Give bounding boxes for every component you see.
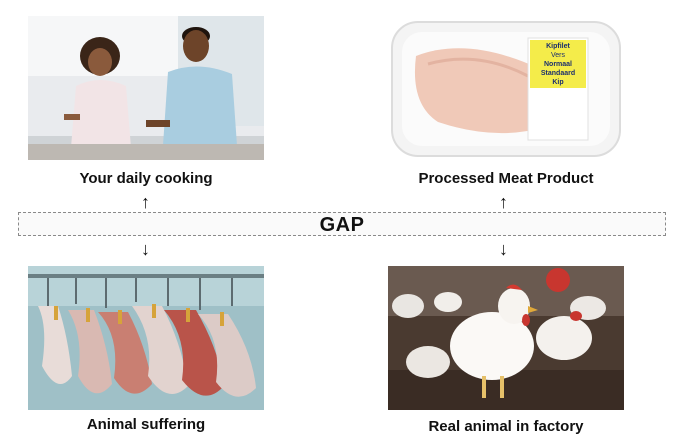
gap-label: GAP: [319, 214, 365, 236]
package-label-line: Kip: [552, 79, 564, 86]
caption-real-animal: Real animal in factory: [428, 418, 584, 435]
arrow-up-left: ↑: [141, 192, 150, 212]
factory-chicken-photo: [388, 266, 624, 410]
arrow-up-right: ↑: [499, 192, 508, 212]
package-label-line: Kipfilet: [546, 43, 570, 50]
cooking-photo: [28, 16, 264, 160]
caption-daily-cooking: Your daily cooking: [79, 170, 213, 187]
meat-package-photo: Kipfilet Vers Normaal Standaard Kip: [388, 16, 624, 160]
animal-suffering-photo: [28, 266, 264, 410]
caption-processed-meat: Processed Meat Product: [418, 170, 594, 187]
gap-band: GAP: [18, 212, 666, 236]
package-label-line: Normaal Standaard: [540, 61, 576, 77]
caption-animal-suffering: Animal suffering: [86, 416, 206, 433]
arrow-down-left: ↓: [141, 239, 150, 259]
arrow-down-right: ↓: [499, 239, 508, 259]
package-label-text: Kipfilet Vers Normaal Standaard Kip: [530, 42, 586, 87]
package-label-line: Vers: [550, 52, 565, 59]
